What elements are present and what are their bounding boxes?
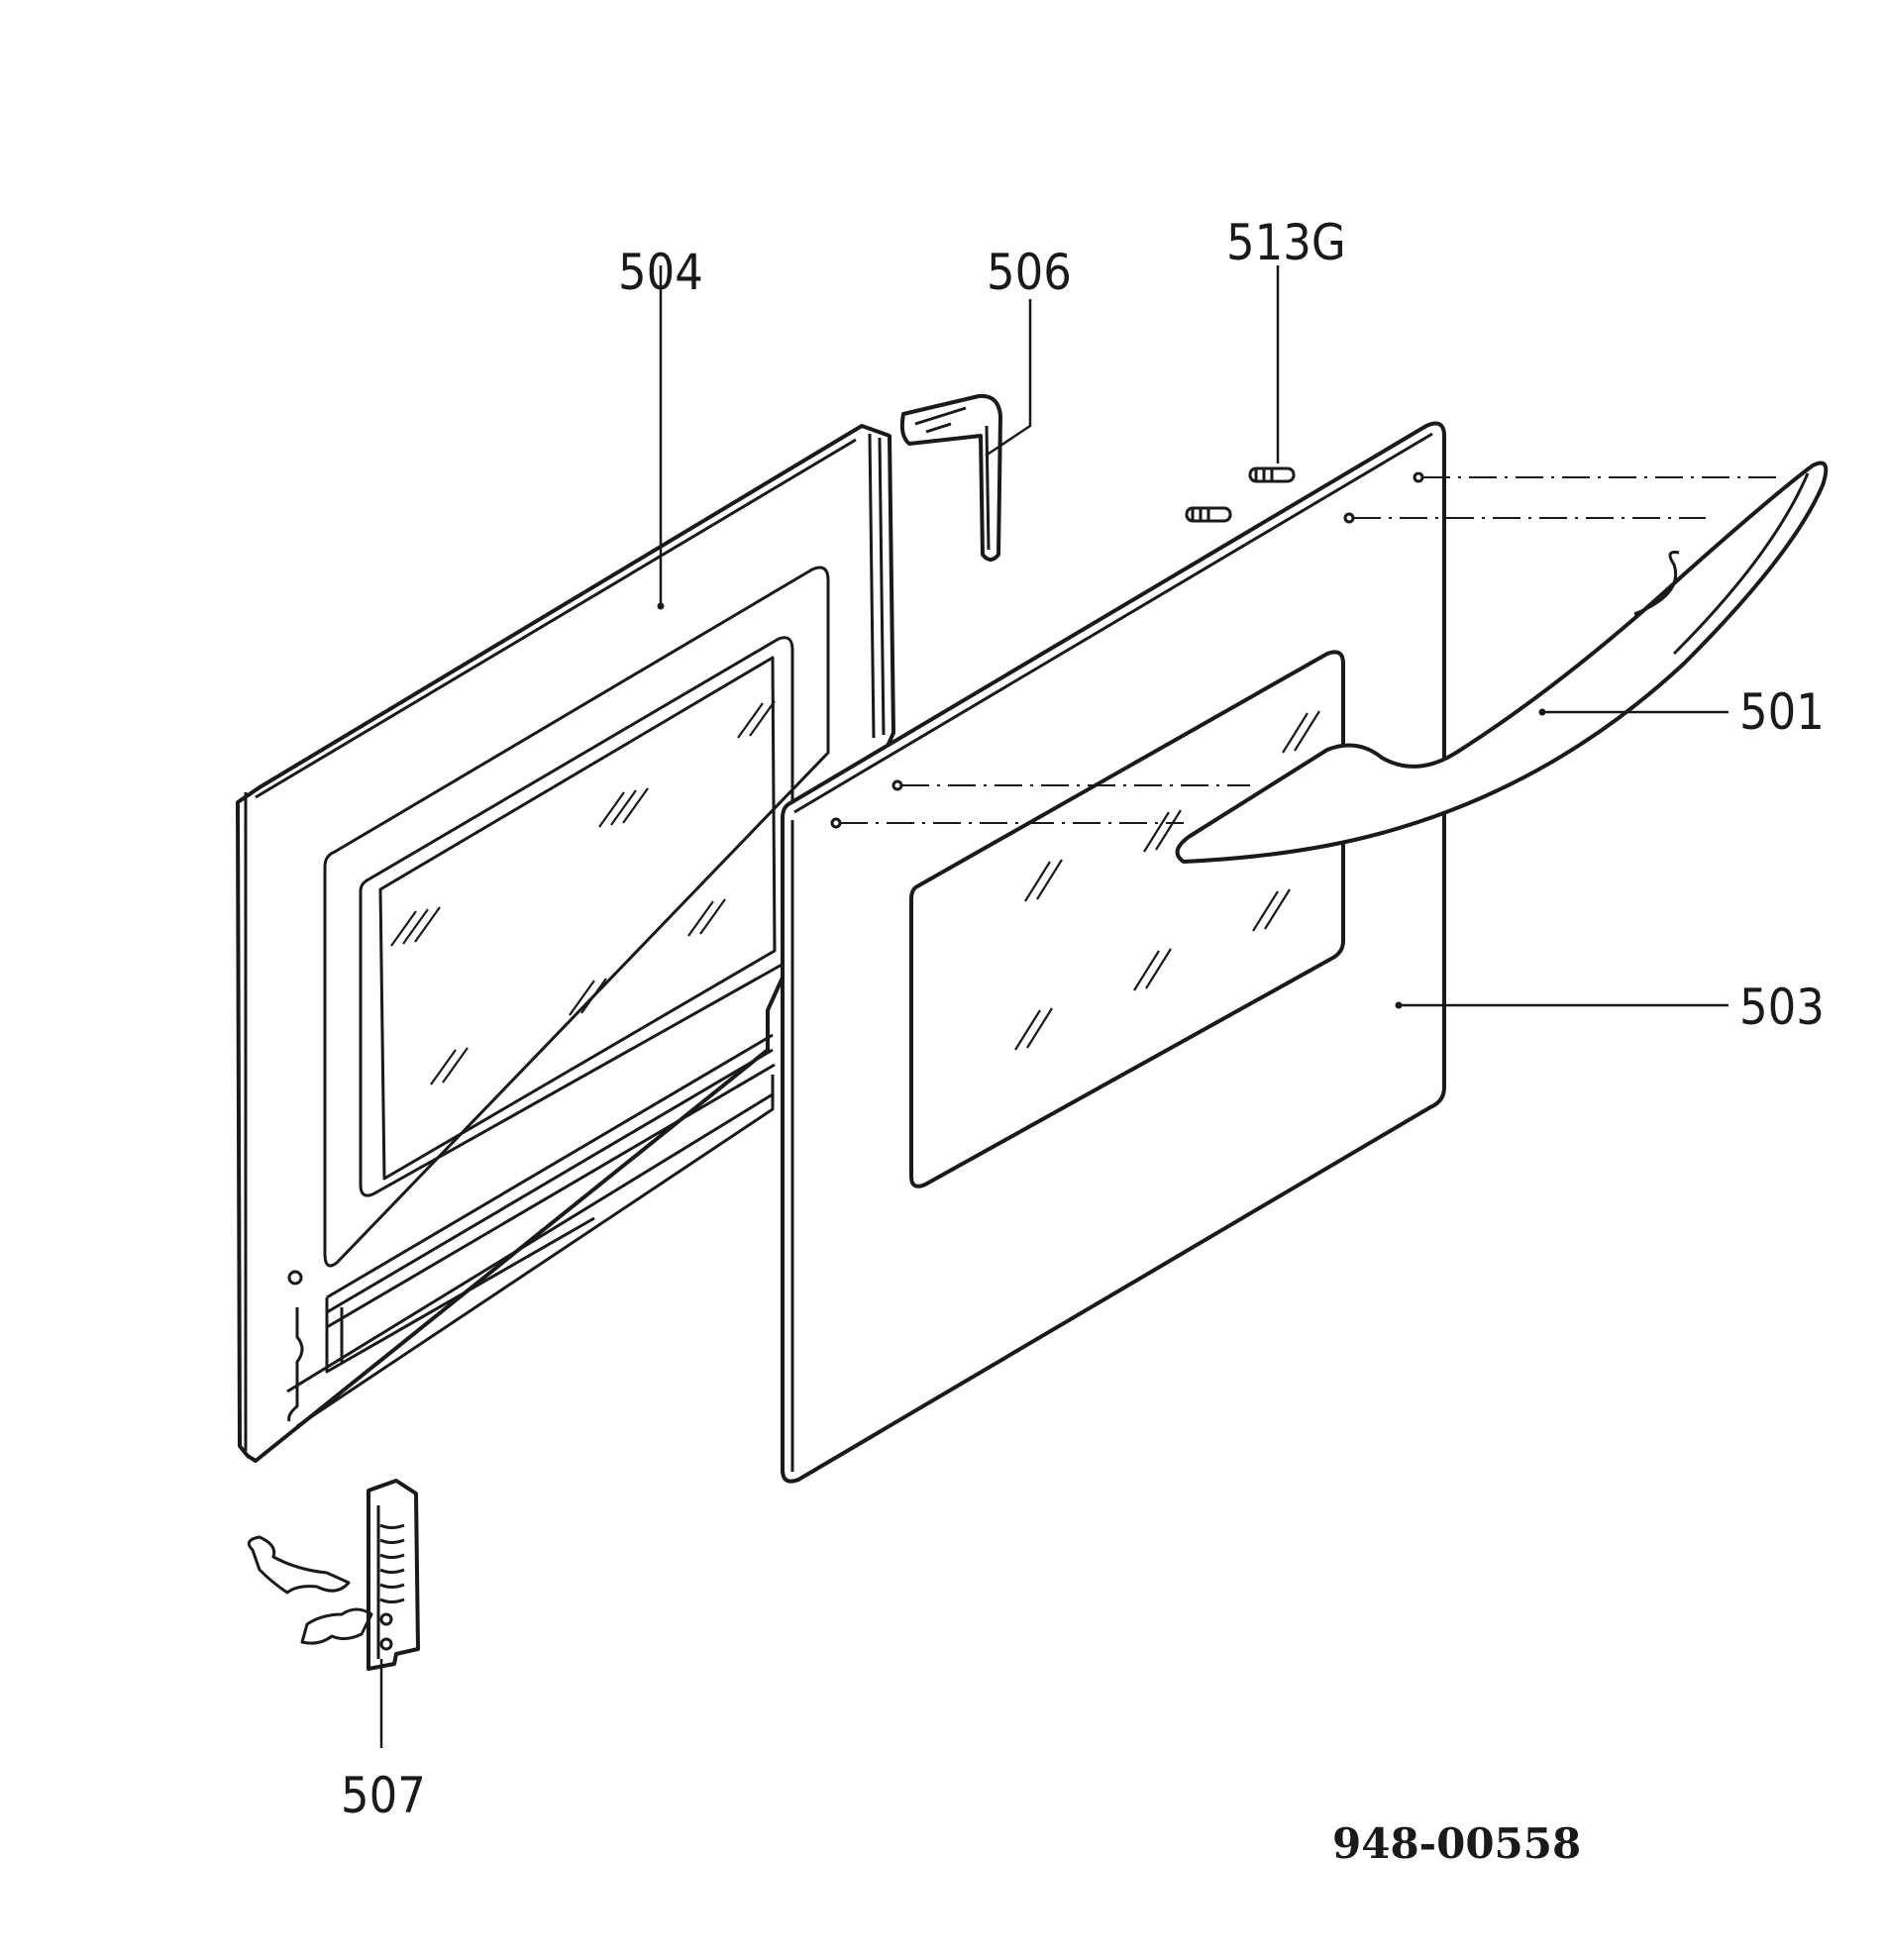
door-seal	[899, 393, 1002, 562]
part-label-513g: 513G	[1226, 214, 1346, 271]
door-handle	[1175, 461, 1829, 864]
part-label-503: 503	[1739, 979, 1825, 1036]
part-label-507: 507	[341, 1767, 426, 1824]
part-label-506: 506	[987, 244, 1072, 301]
inner-door-panel	[236, 424, 895, 1463]
part-label-504: 504	[618, 244, 703, 301]
leader-lines	[379, 265, 1729, 1748]
alignment-lines	[840, 476, 1778, 824]
document-number: 948-00558	[1332, 1819, 1581, 1868]
door-hinge	[247, 1479, 420, 1671]
screws	[1185, 466, 1296, 523]
part-label-501: 501	[1739, 683, 1825, 741]
